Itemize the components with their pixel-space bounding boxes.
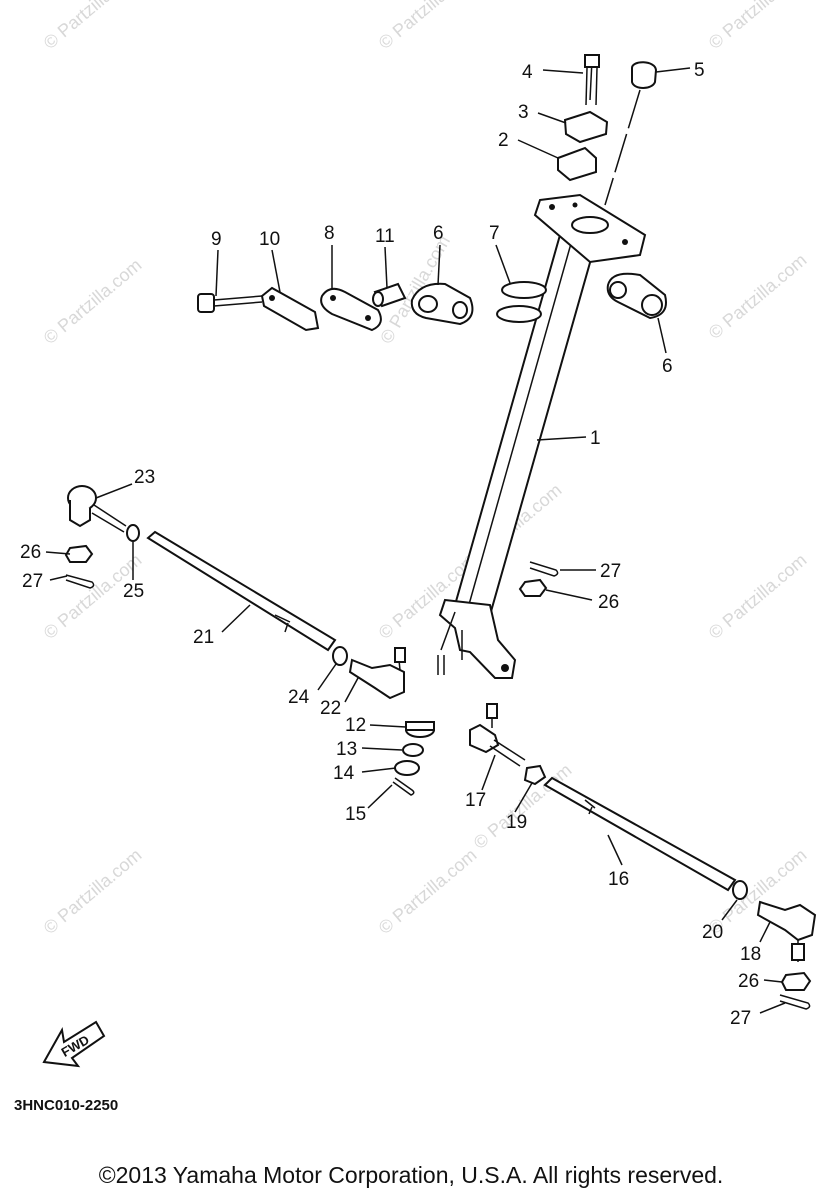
callout-12: 12 — [345, 715, 366, 736]
leader-lines — [45, 67, 786, 1014]
callout-labels: 1 2 3 4 5 6 6 7 8 9 10 11 12 13 14 15 16… — [20, 60, 761, 1029]
callout-8: 8 — [324, 223, 335, 244]
callout-14: 14 — [333, 763, 355, 784]
callout-13: 13 — [336, 739, 357, 760]
steering-column — [437, 193, 647, 679]
callout-24: 24 — [288, 687, 310, 708]
callout-9: 9 — [211, 229, 222, 250]
watermark-layer: © Partzilla.com © Partzilla.com © Partzi… — [40, 0, 811, 938]
callout-15: 15 — [345, 804, 366, 825]
callout-7: 7 — [489, 223, 500, 244]
callout-4: 4 — [522, 62, 533, 83]
callout-5: 5 — [694, 60, 705, 81]
callout-6: 6 — [662, 356, 673, 377]
watermark: © Partzilla.com — [40, 845, 146, 938]
callout-16: 16 — [608, 869, 629, 890]
fwd-arrow-icon: FWD — [42, 1020, 106, 1068]
callout-26: 26 — [20, 542, 41, 563]
watermark: © Partzilla.com — [40, 0, 146, 53]
watermark: © Partzilla.com — [705, 250, 811, 343]
watermark: © Partzilla.com — [705, 0, 811, 53]
left-tie-rod — [64, 485, 406, 700]
callout-27: 27 — [22, 571, 43, 592]
callout-18: 18 — [740, 944, 761, 965]
watermark: © Partzilla.com — [705, 550, 811, 643]
top-clamp-parts — [557, 54, 658, 206]
watermark: © Partzilla.com — [375, 0, 481, 53]
callout-11: 11 — [375, 226, 395, 247]
center-fasteners — [392, 721, 435, 796]
watermark: © Partzilla.com — [40, 255, 146, 348]
copyright-notice: ©2013 Yamaha Motor Corporation, U.S.A. A… — [98, 1162, 724, 1188]
callout-17: 17 — [465, 790, 486, 811]
callout-26: 26 — [738, 971, 759, 992]
callout-20: 20 — [702, 922, 723, 943]
callout-19: 19 — [506, 812, 527, 833]
callout-23: 23 — [134, 467, 155, 488]
callout-2: 2 — [498, 130, 509, 151]
clamp-exploded-parts — [197, 272, 667, 332]
callout-27: 27 — [600, 561, 621, 582]
callout-25: 25 — [123, 581, 144, 602]
diagram-code: 3HNC010-2250 — [14, 1097, 118, 1114]
callout-6: 6 — [433, 223, 444, 244]
callout-27: 27 — [730, 1008, 751, 1029]
callout-3: 3 — [518, 102, 529, 123]
callout-21: 21 — [193, 627, 214, 648]
right-tie-rod — [469, 561, 817, 1010]
callout-26: 26 — [598, 592, 619, 613]
watermark: © Partzilla.com — [375, 845, 481, 938]
callout-10: 10 — [259, 229, 280, 250]
callout-1: 1 — [590, 428, 601, 449]
callout-22: 22 — [320, 698, 341, 719]
